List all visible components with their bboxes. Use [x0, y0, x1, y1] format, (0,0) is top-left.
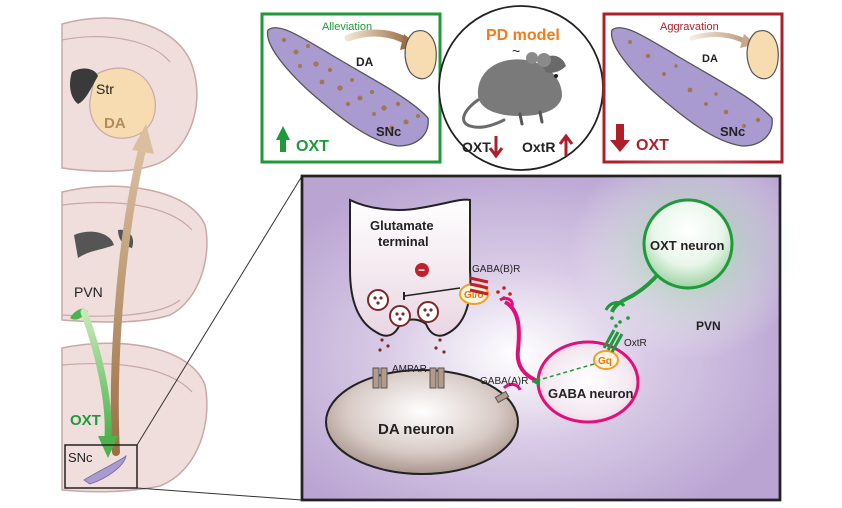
vesicles [367, 289, 439, 327]
oxt-neuron [642, 198, 734, 290]
alleviation-panel [260, 12, 442, 164]
pd-model-panel [438, 5, 604, 171]
aggravation-panel [602, 12, 784, 164]
gaba-axon [503, 300, 541, 384]
gq-signal-arrow [531, 363, 595, 383]
gabaa-label: GABA(A)R [480, 376, 528, 387]
zoom-line-top [136, 175, 303, 446]
da-projection-arrow [110, 146, 146, 456]
gaba-neuron [536, 340, 640, 424]
oxtr-label: OxtR [624, 338, 647, 349]
alleviation-da-label: DA [356, 55, 374, 69]
brain-pvn-label: PVN [74, 284, 103, 300]
oxt-neuron-label: OXT neuron [650, 238, 724, 253]
aggravation-snc-label: SNc [720, 124, 745, 139]
gabab-label: GABA(B)R [472, 264, 520, 275]
brain-oxt-label: OXT [70, 412, 101, 429]
zoom-line-bottom [136, 487, 303, 501]
pd-oxtr-label: OxtR [522, 139, 555, 155]
oxt-projection-arrowhead [98, 436, 118, 458]
inhibit-icon [415, 263, 429, 277]
aggravation-title: Aggravation [660, 21, 719, 33]
pd-model-title: PD model [486, 27, 560, 44]
da-neuron-label: DA neuron [378, 421, 454, 438]
pd-tilde: ~ [512, 43, 520, 59]
glutamate-label-2: terminal [378, 234, 429, 249]
str-label: Str [96, 81, 114, 97]
gabaa-receptor [494, 390, 510, 404]
gio-label: Gi/o [464, 290, 483, 301]
gaba-bouton [499, 296, 514, 307]
gq-label: Gq [598, 356, 612, 367]
oxtr-receptor [602, 329, 624, 353]
brain-da-label: DA [104, 115, 126, 132]
oxt-projection-arrow [80, 308, 112, 442]
oxt-release-dots [610, 316, 630, 328]
gq-protein [593, 350, 619, 370]
inhibit-symbol: − [418, 263, 425, 277]
oxt-bouton [604, 301, 626, 311]
glutamate-label-1: Glutamate [370, 218, 434, 233]
brain-snc-label: SNc [68, 450, 93, 465]
da-projection-arrowhead [132, 124, 154, 154]
snc-inset-box [64, 444, 138, 489]
glutamate-release-dots [378, 338, 446, 354]
alleviation-oxt-label: OXT [296, 138, 329, 155]
alleviation-title: Alleviation [322, 21, 372, 33]
brain-snc-shape [83, 455, 127, 485]
brain-section-top [61, 17, 198, 172]
inhibition-line [403, 287, 461, 297]
pd-oxt-label: OXT [462, 139, 491, 155]
oxt-axon [610, 270, 662, 313]
circuit-pvn-label: PVN [696, 319, 721, 333]
brain-section-bottom [61, 342, 208, 493]
gq-signal-arrowhead [532, 376, 540, 386]
gabab-receptor [469, 276, 489, 296]
da-neuron [325, 369, 519, 475]
gaba-neuron-label: GABA neuron [548, 386, 634, 401]
aggravation-da-label: DA [702, 53, 718, 65]
ampar-receptors [372, 367, 445, 389]
ampar-label: AMPAR [392, 364, 427, 375]
alleviation-snc-label: SNc [376, 124, 401, 139]
gabaa-bouton [502, 382, 522, 391]
